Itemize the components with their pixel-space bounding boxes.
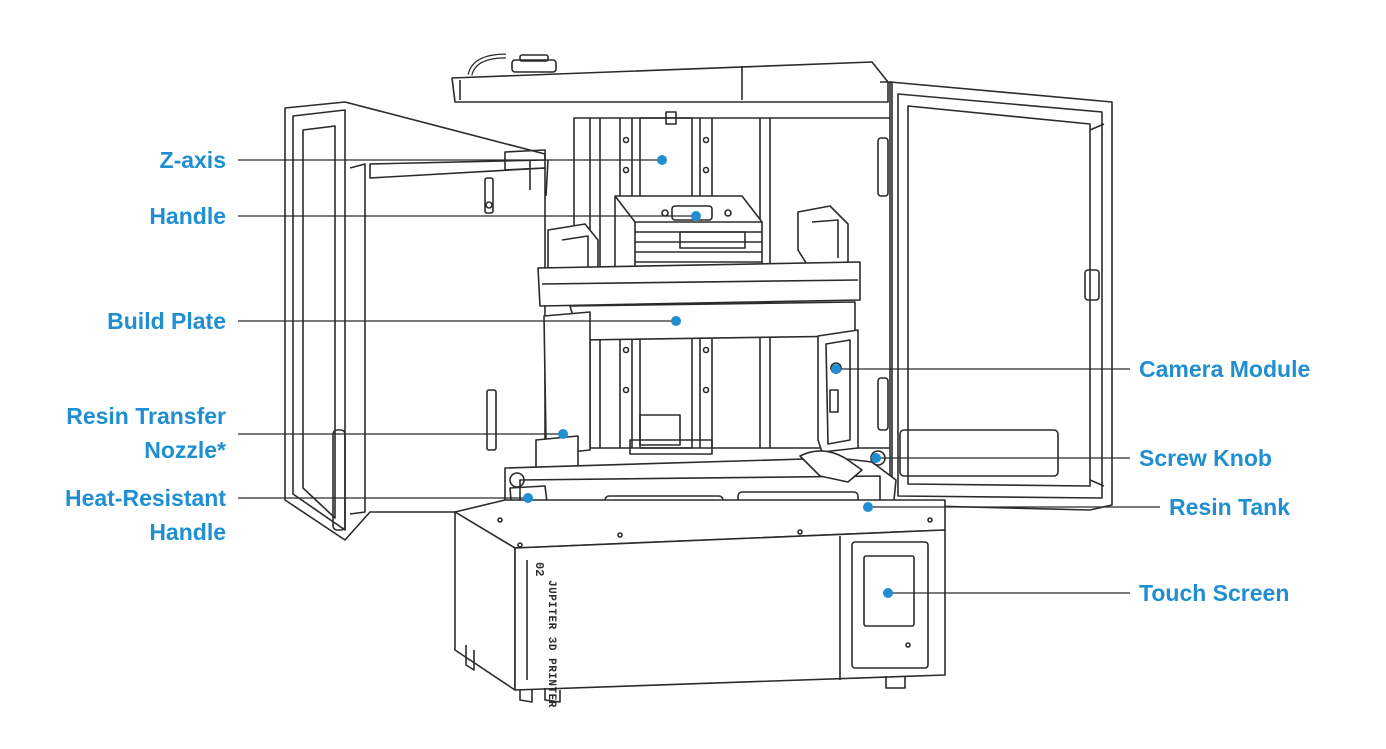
nozzle-post (535, 311, 591, 475)
leader-camera-module (831, 364, 1130, 374)
leader-resin-tank (863, 502, 1160, 512)
leader-resin-transfer-nozzle (238, 429, 568, 439)
label-camera-module: Camera Module (1139, 356, 1311, 382)
right-door (877, 81, 1113, 511)
label-resin-transfer-nozzle-line1: Resin Transfer (66, 403, 226, 429)
label-touch-screen: Touch Screen (1139, 580, 1290, 606)
leader-z-axis (238, 155, 667, 165)
label-resin-transfer-nozzle-line2: Nozzle* (144, 437, 226, 463)
label-heat-resistant-handle-line1: Heat-Resistant (64, 485, 226, 511)
label-z-axis: Z-axis (159, 147, 226, 173)
leader-handle (238, 211, 701, 221)
label-handle: Handle (149, 203, 226, 229)
leader-heat-resistant-handle (238, 493, 533, 503)
label-heat-resistant-handle-line2: Handle (149, 519, 226, 545)
camera-bracket (817, 329, 859, 453)
label-heat-resistant-handle: Heat-Resistant Handle (65, 481, 226, 549)
build-plate-assembly (537, 195, 861, 341)
label-resin-transfer-nozzle: Resin Transfer Nozzle* (66, 399, 226, 467)
printer-brand-text: JUPITER 3D PRINTER (545, 580, 557, 708)
printer-base (454, 499, 946, 703)
top-housing (451, 53, 889, 103)
leader-touch-screen (883, 588, 1130, 598)
label-resin-tank: Resin Tank (1169, 494, 1290, 520)
label-build-plate: Build Plate (107, 308, 226, 334)
label-screw-knob: Screw Knob (1139, 445, 1272, 471)
leader-build-plate (238, 316, 681, 326)
printer-model-number: 02 (532, 562, 546, 576)
leader-screw-knob (871, 453, 1130, 463)
